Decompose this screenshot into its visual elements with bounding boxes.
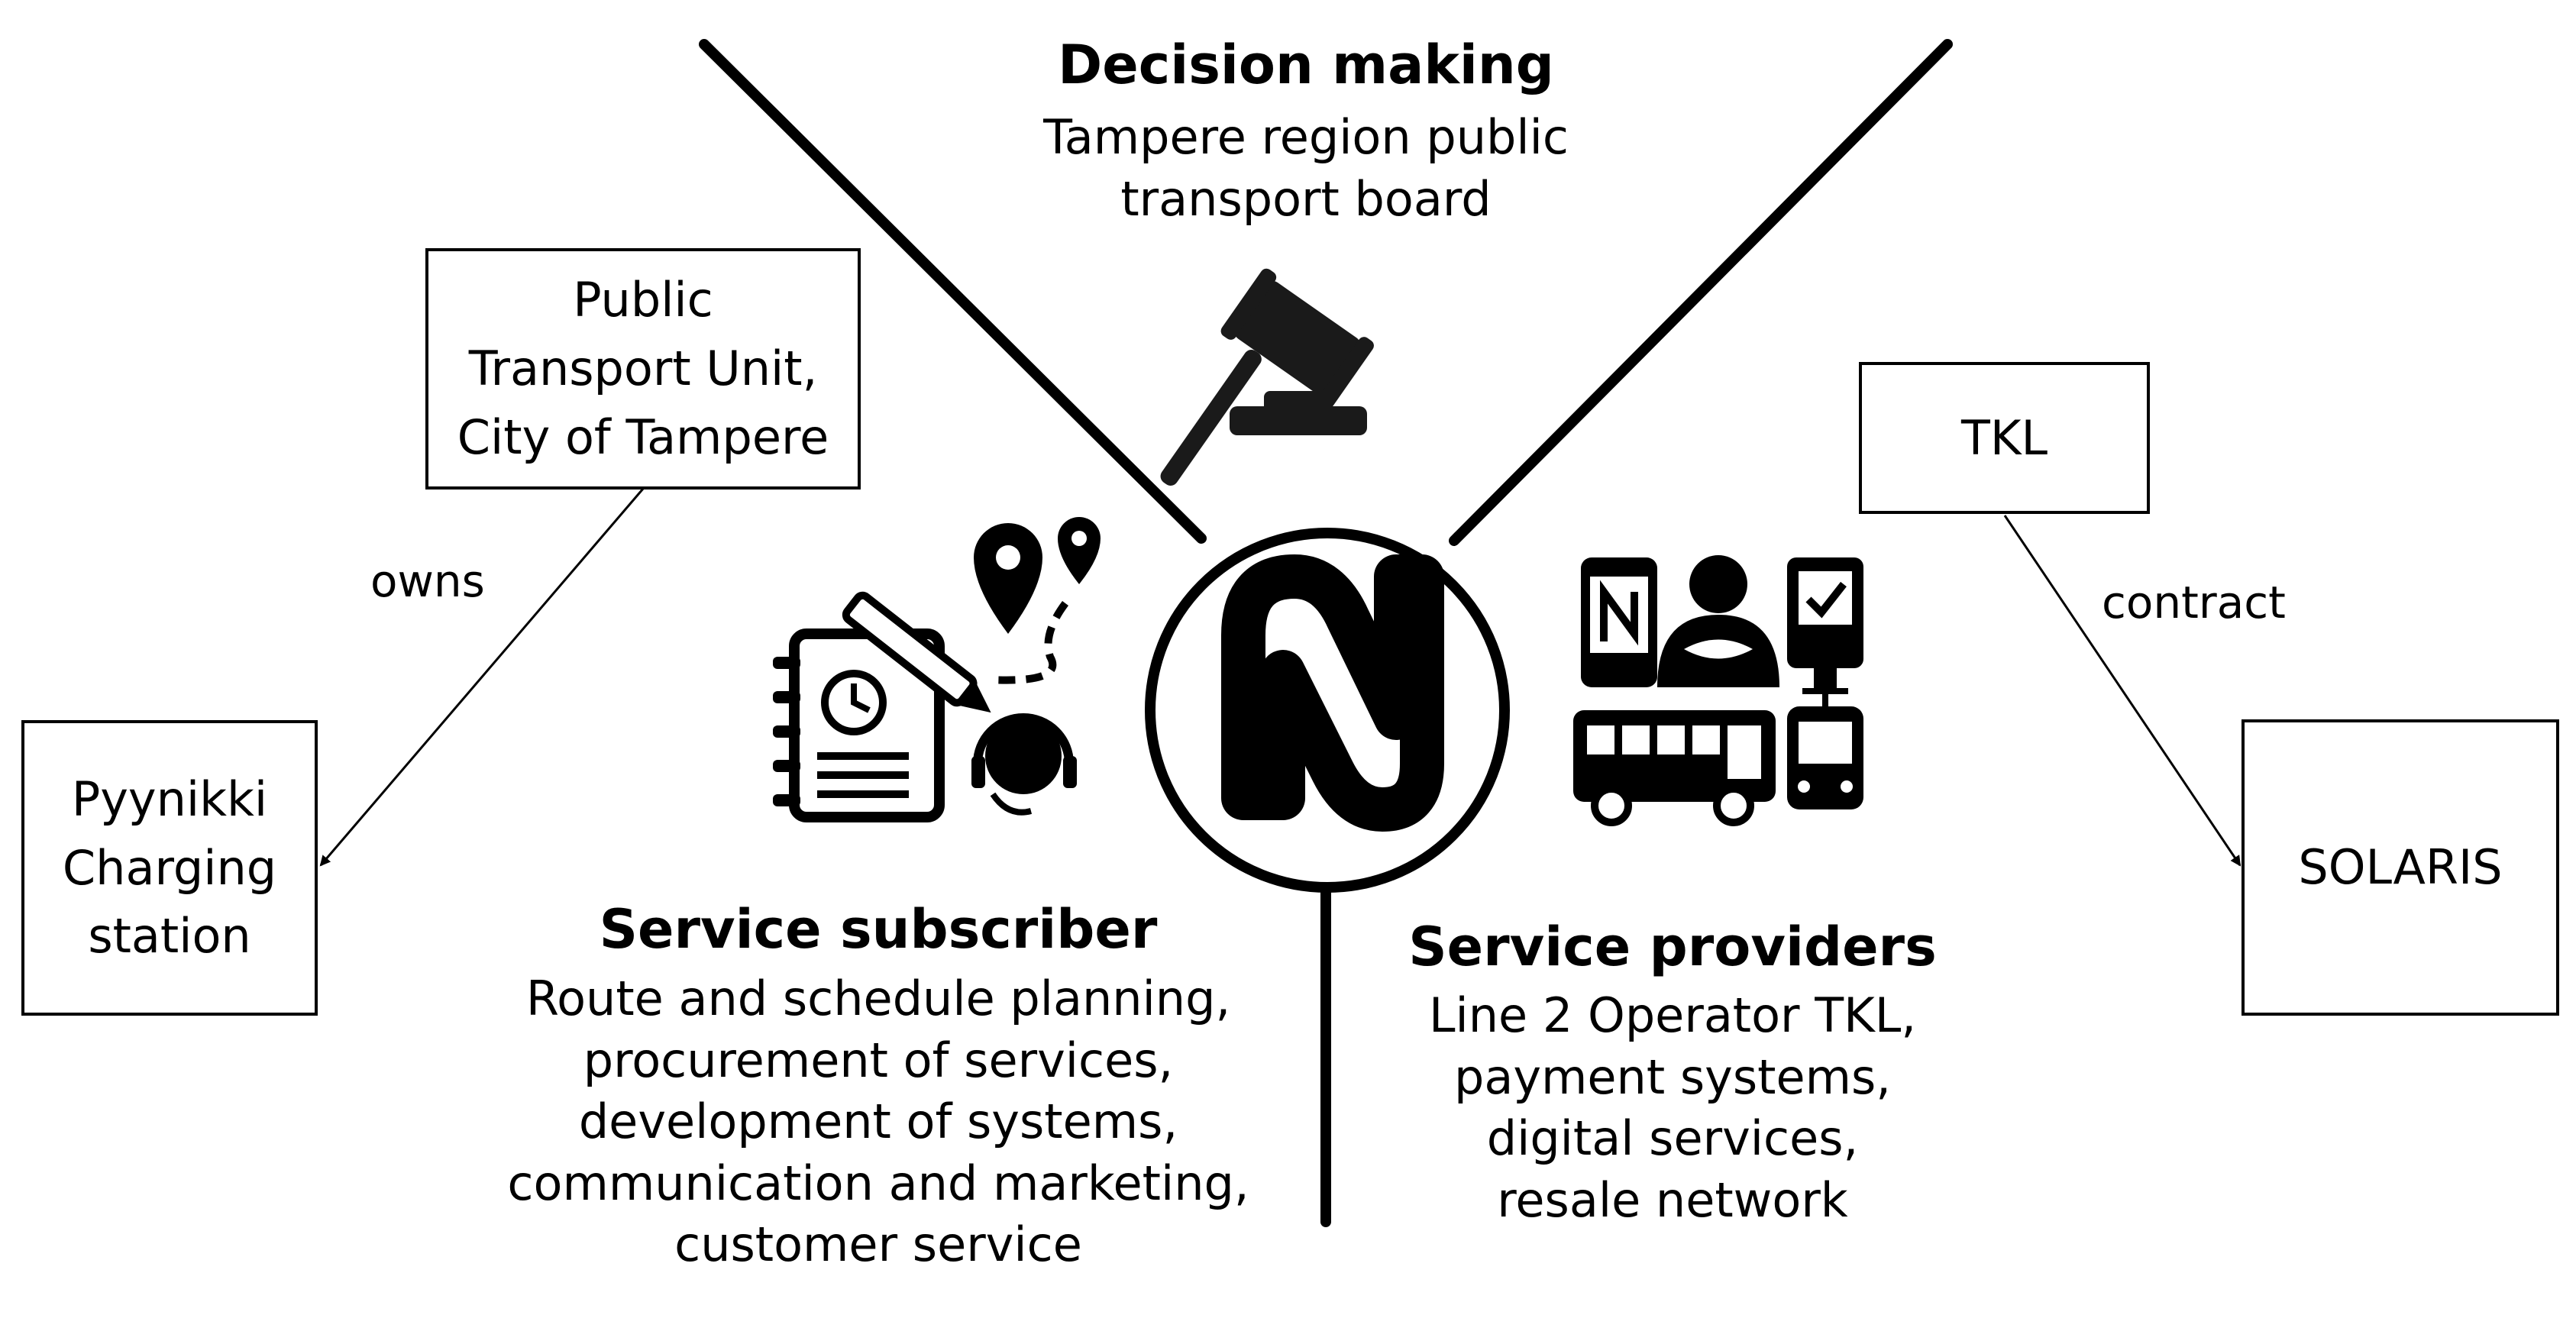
subscriber-line: Route and schedule planning, [525, 971, 1231, 1026]
solaris-box: SOLARIS [2241, 719, 2559, 1016]
subscriber-line: procurement of services, [583, 1032, 1174, 1088]
box-line: TKL [1960, 409, 2048, 466]
nysse-logo-letter: N [1298, 672, 1299, 673]
providers-line: payment systems, [1453, 1049, 1892, 1105]
nysse-logo [1145, 528, 1510, 893]
headset-icon [971, 713, 1077, 816]
map-pin-icon [974, 517, 1101, 684]
decision-line: Tampere region public [1043, 109, 1569, 165]
contract-arrow [2003, 515, 2241, 867]
ticket-validator-icon [1787, 557, 1863, 691]
decision-line: transport board [1120, 170, 1492, 227]
providers-line: digital services, [1486, 1110, 1859, 1167]
planning-icons [773, 517, 1101, 822]
box-line: station [88, 908, 251, 964]
box-line: Public [573, 272, 713, 328]
box-line: Transport Unit, [468, 341, 818, 397]
subscriber-description: Route and schedule planning, procurement… [458, 968, 1298, 1276]
phone-icon [1581, 557, 1657, 687]
contract-label: contract [2102, 577, 2286, 628]
divider-left [699, 39, 1207, 544]
box-line: Charging [62, 839, 277, 896]
subscriber-title: Service subscriber [599, 898, 1158, 961]
public-transport-unit-box: Public Transport Unit, City of Tampere [425, 248, 861, 490]
box-line: City of Tampere [457, 409, 829, 465]
tkl-box: TKL [1859, 362, 2150, 514]
decision-description: Tampere region public transport board [924, 107, 1688, 230]
pencil-icon [842, 591, 991, 713]
subscriber-line: customer service [674, 1217, 1082, 1273]
providers-title: Service providers [1408, 916, 1937, 978]
decision-title: Decision making [1058, 34, 1554, 96]
providers-line: resale network [1497, 1171, 1848, 1228]
subscriber-line: communication and marketing, [507, 1155, 1249, 1211]
notebook-icon [773, 628, 945, 822]
providers-line: Line 2 Operator TKL, [1428, 987, 1917, 1043]
owns-label: owns [370, 555, 485, 607]
bus-icon [1573, 710, 1776, 826]
box-line: SOLARIS [2298, 839, 2503, 896]
gavel-icon [1160, 268, 1374, 486]
owns-arrow [319, 488, 645, 867]
tram-icon [1787, 688, 1863, 809]
divider-right [1449, 39, 1953, 546]
transport-icons [1573, 555, 1863, 826]
driver-icon [1657, 555, 1779, 687]
providers-description: Line 2 Operator TKL, payment systems, di… [1291, 985, 2054, 1231]
pyynikki-charging-station-box: Pyynikki Charging station [21, 720, 318, 1016]
box-line: Pyynikki [71, 771, 268, 827]
subscriber-line: development of systems, [578, 1094, 1178, 1150]
